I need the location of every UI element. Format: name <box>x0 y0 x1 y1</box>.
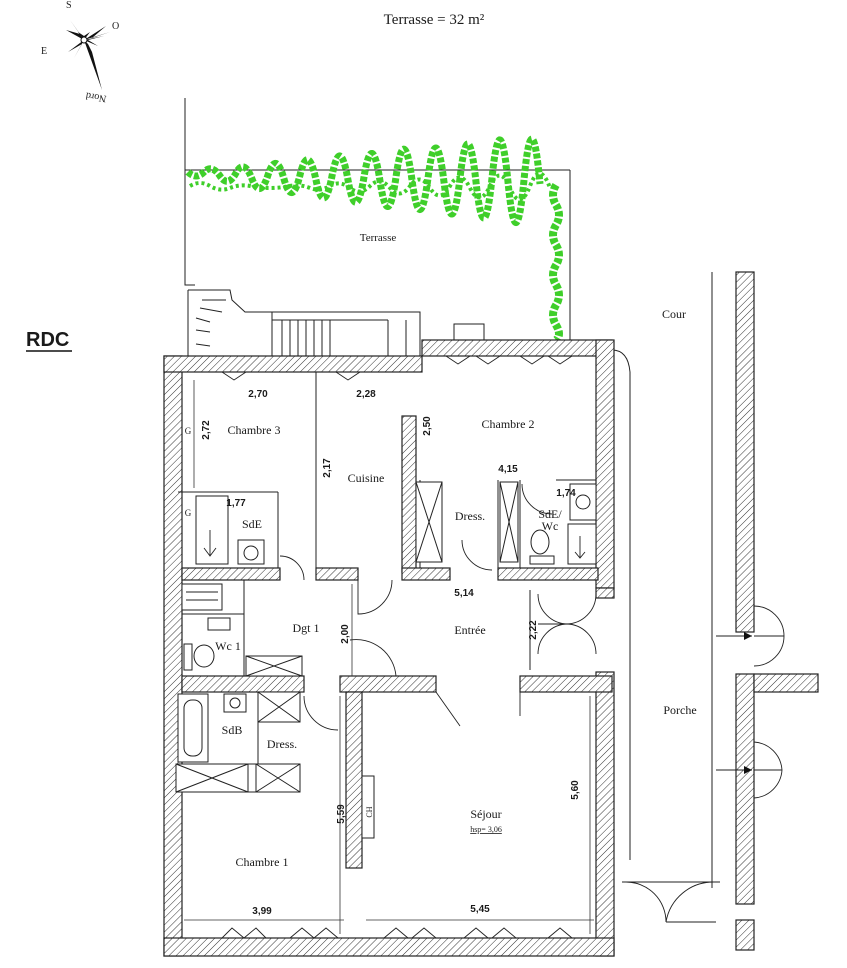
courtyard-area: Cour Porche <box>611 271 819 951</box>
room-chambre3: Chambre 3 <box>228 423 281 437</box>
room-sdb: SdB <box>222 723 243 737</box>
room-dress-bottom: Dress. <box>267 737 297 751</box>
hedge-right <box>549 182 563 344</box>
dim-2-00: 2,00 <box>340 624 351 644</box>
room-entree: Entrée <box>454 623 485 637</box>
compass-west-label: O <box>112 21 119 32</box>
room-dress-top: Dress. <box>455 509 485 523</box>
dim-2-72: 2,72 <box>201 420 212 440</box>
room-cuisine: Cuisine <box>348 471 385 485</box>
dim-5-14: 5,14 <box>454 588 474 599</box>
room-terrasse: Terrasse <box>360 232 397 244</box>
hedge-top-2 <box>188 171 552 202</box>
dimension-lines <box>184 380 594 934</box>
dim-2-17: 2,17 <box>322 458 333 478</box>
room-chambre1: Chambre 1 <box>236 855 289 869</box>
dim-1-74: 1,74 <box>556 488 576 499</box>
compass-north-label: Nord <box>85 90 107 104</box>
dim-1-77: 1,77 <box>226 498 246 509</box>
room-wc1: Wc 1 <box>215 639 241 653</box>
room-cour: Cour <box>662 307 686 321</box>
dim-2-28: 2,28 <box>356 389 376 400</box>
dim-2-22: 2,22 <box>528 620 539 640</box>
compass-east-label: E <box>41 46 47 57</box>
room-dgt1: Dgt 1 <box>293 621 320 635</box>
label-g-1: G <box>185 426 192 436</box>
interior-walls <box>181 415 615 869</box>
dim-5-60: 5,60 <box>570 780 581 800</box>
room-porche: Porche <box>663 703 696 717</box>
dimension-labels: 2,70 2,28 2,72 2,17 2,50 4,15 1,77 1,74 … <box>201 389 581 917</box>
dim-5-45: 5,45 <box>470 904 490 915</box>
room-labels: Chambre 3 Cuisine Chambre 2 SdE Dress. S… <box>185 417 563 869</box>
room-sde-wc: SdE/ <box>538 507 562 521</box>
dim-2-70: 2,70 <box>248 389 268 400</box>
compass-rose-icon: Nord S E O <box>41 0 119 104</box>
fixtures <box>175 481 597 839</box>
level-label: RDC <box>26 329 69 351</box>
dim-4-15: 4,15 <box>498 464 518 475</box>
dim-2-50: 2,50 <box>422 416 433 436</box>
dim-3-99: 3,99 <box>252 906 272 917</box>
compass-south-label: S <box>66 0 72 11</box>
label-g-2: G <box>185 508 192 518</box>
hedge-top <box>185 135 544 226</box>
exterior-walls <box>163 339 615 957</box>
label-ch: CH <box>365 806 374 817</box>
room-sejour: Séjour <box>470 807 501 821</box>
doors <box>221 355 597 939</box>
room-sde: SdE <box>242 517 262 531</box>
room-sejour-hsp: hsp= 3,06 <box>470 825 502 834</box>
terrace-area-title: Terrasse = 32 m² <box>384 12 485 28</box>
room-chambre2: Chambre 2 <box>482 417 535 431</box>
terrace-area: Terrasse <box>184 98 571 358</box>
dim-5-59: 5,59 <box>336 804 347 824</box>
room-sde-wc-2: Wc <box>542 519 559 533</box>
